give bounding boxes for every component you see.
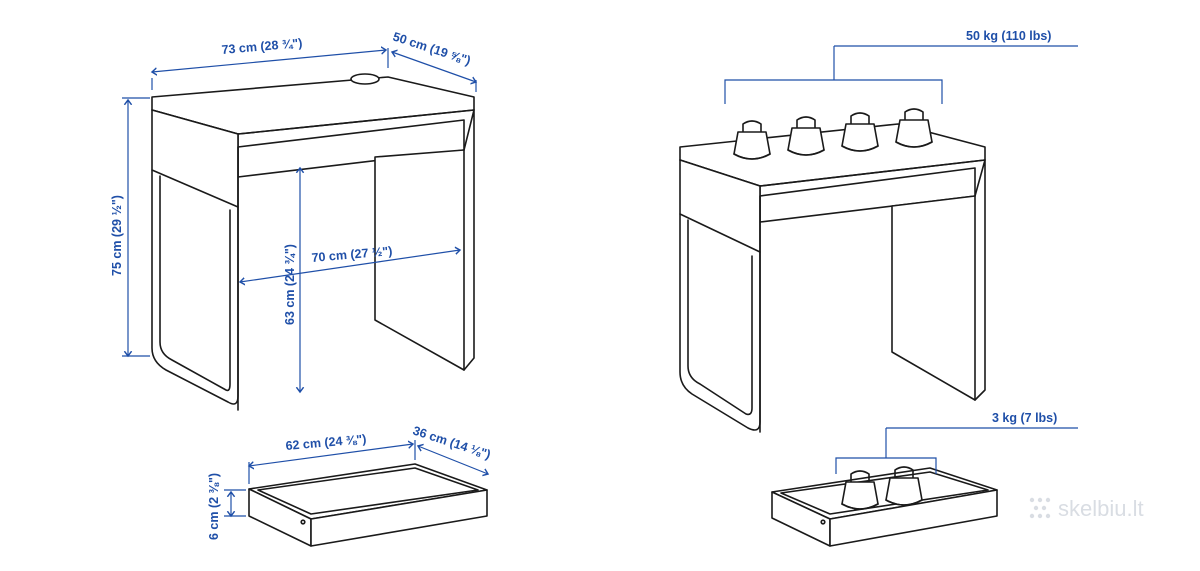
weight-icon bbox=[895, 108, 933, 148]
watermark-text: skelbiu.lt bbox=[1058, 496, 1144, 521]
weight-icon bbox=[841, 112, 879, 152]
drawer-height-label: 6 cm (2 ⅜") bbox=[207, 473, 221, 540]
weight-icon bbox=[733, 120, 771, 160]
desk-load-label: 50 kg (110 lbs) bbox=[966, 29, 1051, 43]
knee-height-label: 63 cm (24 ¾") bbox=[283, 244, 297, 325]
weight-icon bbox=[787, 116, 825, 156]
desk-depth-label: 50 cm (19 ⅝") bbox=[391, 30, 472, 68]
watermark: skelbiu.lt bbox=[1029, 496, 1144, 521]
desk-load-callout: 50 kg (110 lbs) bbox=[724, 29, 1078, 104]
loaded-desk-drawing bbox=[679, 108, 986, 433]
drawer-drawing bbox=[248, 463, 488, 547]
drawer-depth-label: 36 cm (14 ⅛") bbox=[411, 424, 492, 462]
drawer-load-label: 3 kg (7 lbs) bbox=[992, 411, 1057, 425]
desk-height-label: 75 cm (29 ½") bbox=[110, 195, 124, 276]
loaded-drawer-drawing bbox=[771, 466, 998, 547]
desk-drawing bbox=[151, 73, 475, 411]
drawer-load-callout: 3 kg (7 lbs) bbox=[835, 411, 1078, 474]
drawer-width-label: 62 cm (24 ⅜") bbox=[285, 432, 367, 453]
desk-width-label: 73 cm (28 ¾") bbox=[221, 36, 303, 57]
